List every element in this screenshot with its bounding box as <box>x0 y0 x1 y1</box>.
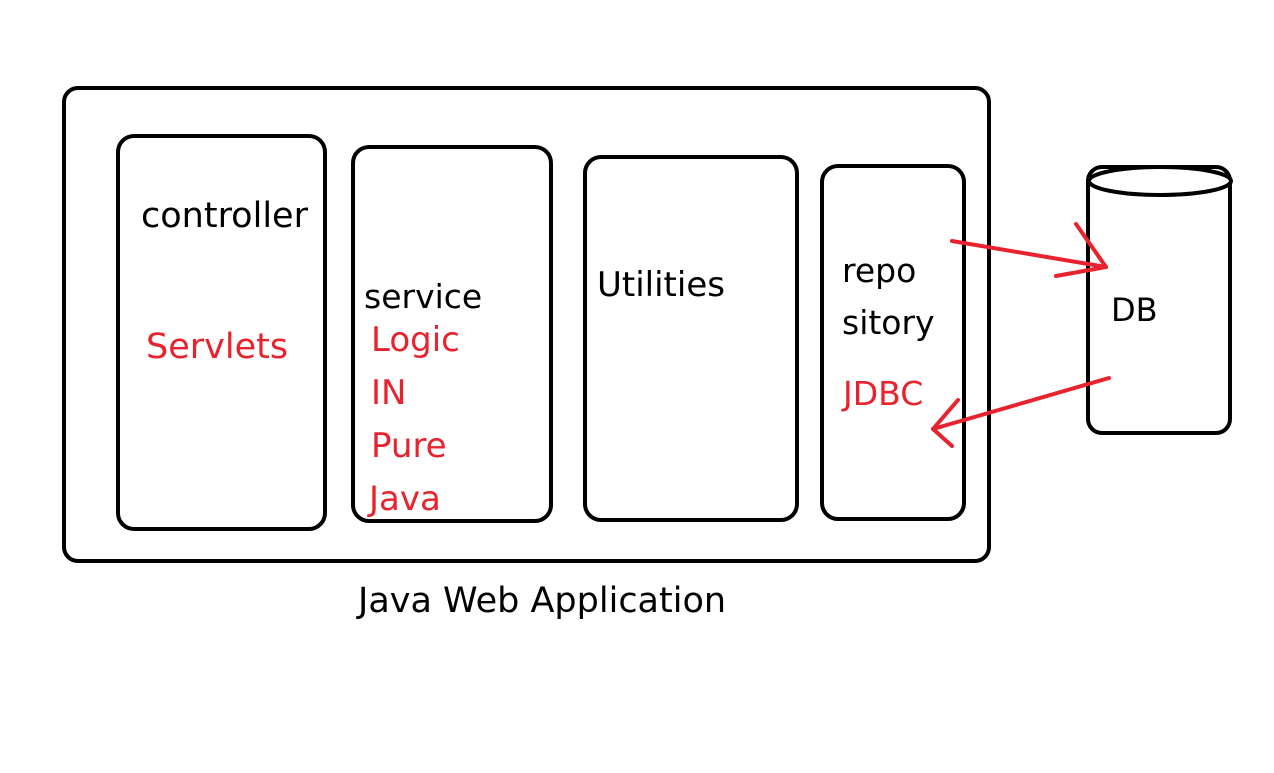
service-note-java: Java <box>369 479 441 519</box>
repository-label-line2: sitory <box>842 303 935 342</box>
arrow-db-to-repository <box>931 376 1111 448</box>
service-note-logic: Logic <box>371 320 460 360</box>
repository-label-line1: repo <box>842 251 917 290</box>
service-layer-box <box>351 145 553 523</box>
service-note-in: IN <box>371 373 407 413</box>
arrow-repository-to-db <box>950 222 1108 278</box>
database-cylinder-top <box>1087 165 1233 197</box>
controller-label: controller <box>141 196 308 236</box>
service-label: service <box>364 277 483 316</box>
repository-layer-box <box>820 164 966 521</box>
database-cylinder <box>1086 165 1232 435</box>
service-note-pure: Pure <box>371 426 447 466</box>
jdbc-note: JDBC <box>843 374 924 413</box>
utilities-layer-box <box>583 155 799 522</box>
controller-layer-box <box>116 134 327 531</box>
diagram-caption: Java Web Application <box>358 581 727 621</box>
utilities-label: Utilities <box>597 265 725 305</box>
db-label: DB <box>1111 291 1158 329</box>
servlets-note: Servlets <box>146 327 289 367</box>
